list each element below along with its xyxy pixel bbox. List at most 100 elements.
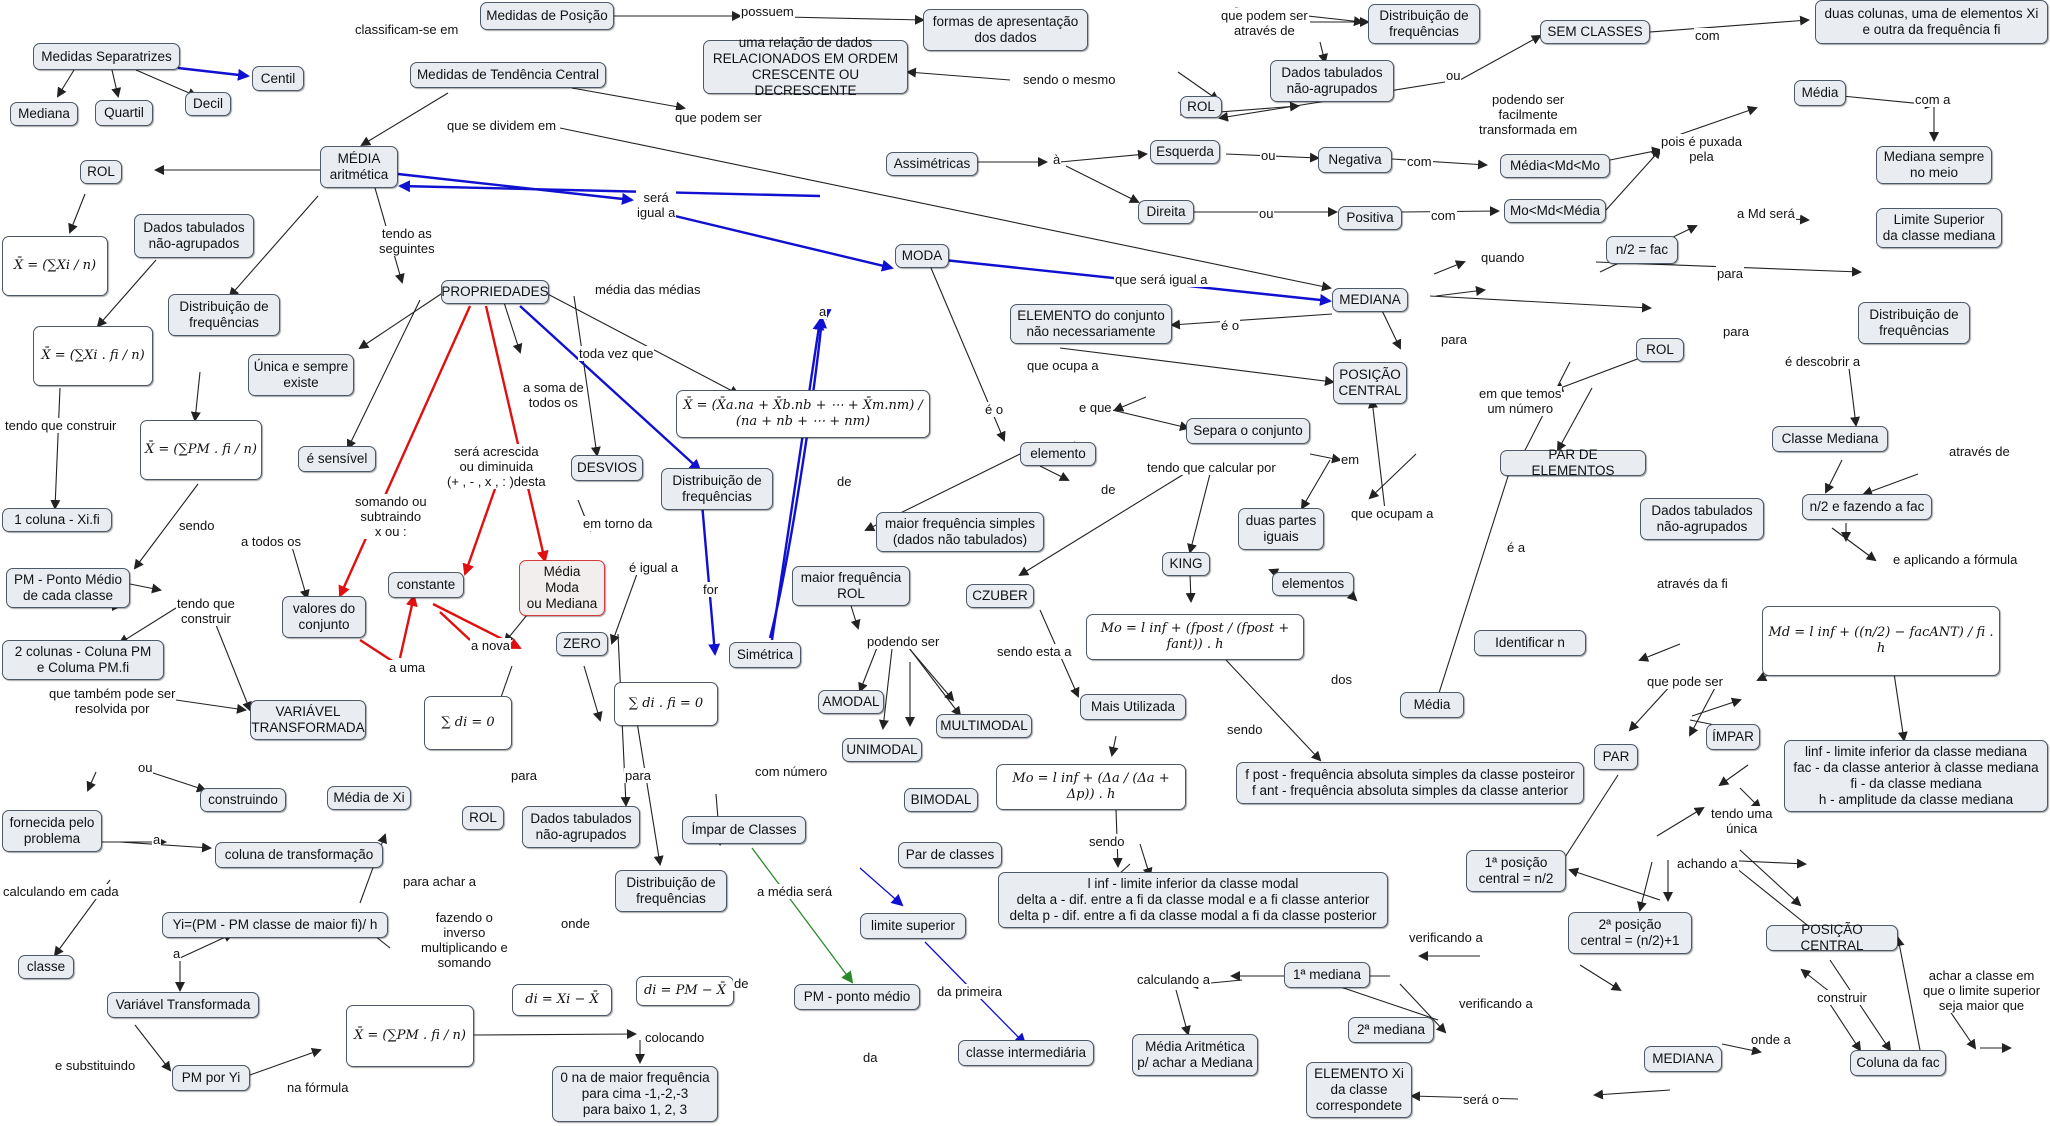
node-posicao-central-2[interactable]: POSIÇÃO CENTRAL <box>1766 922 1898 953</box>
node-medidas-tendencia-central[interactable]: Medidas de Tendência Central <box>410 62 606 88</box>
node-multimodal[interactable]: MULTIMODAL <box>936 714 1032 738</box>
node-mediana-central[interactable]: MEDIANA <box>1332 288 1408 312</box>
node-zero[interactable]: ZERO <box>556 632 608 656</box>
node-coluna-transformacao[interactable]: coluna de transformação <box>215 842 383 868</box>
node-par[interactable]: PAR <box>1594 744 1638 770</box>
node-limite-superior[interactable]: limite superior <box>860 913 966 939</box>
node-sem-classes[interactable]: SEM CLASSES <box>1540 20 1650 44</box>
node-impar-de-classes[interactable]: Ímpar de Classes <box>682 816 806 844</box>
node-mediana-bottom[interactable]: MEDIANA <box>1644 1046 1722 1072</box>
node-n2-fazendo-fac[interactable]: n/2 e fazendo a fac <box>1802 494 1932 520</box>
node-classe-intermediaria[interactable]: classe intermediária <box>958 1040 1094 1066</box>
node-desvios[interactable]: DESVIOS <box>571 455 643 481</box>
node-duas-partes-iguais[interactable]: duas partes iguais <box>1238 508 1324 550</box>
node-dados-tabulados-left[interactable]: Dados tabulados não-agrupados <box>134 214 254 258</box>
node-e-sensivel[interactable]: é sensível <box>298 446 376 472</box>
node-medidas-separatrizes[interactable]: Medidas Separatrizes <box>33 43 180 70</box>
node-dados-tabulados-top[interactable]: Dados tabulados não-agrupados <box>1270 60 1394 102</box>
node-dados-tabulados-right[interactable]: Dados tabulados não-agrupados <box>1640 498 1764 540</box>
node-valores-conjunto[interactable]: valores do conjunto <box>282 596 366 638</box>
node-media-top-right[interactable]: Média <box>1794 80 1846 106</box>
node-media-aritmetica-mediana[interactable]: Média Aritmética p/ achar a Mediana <box>1132 1034 1258 1076</box>
node-par-de-classes[interactable]: Par de classes <box>898 842 1002 868</box>
node-king[interactable]: KING <box>1162 552 1210 576</box>
node-rol-right[interactable]: ROL <box>1636 338 1684 362</box>
node-mo-md-media[interactable]: Mo<Md<Média <box>1504 199 1606 223</box>
node-elementos[interactable]: elementos <box>1272 572 1354 596</box>
node-segunda-posicao[interactable]: 2ª posição central = (n/2)+1 <box>1568 912 1692 954</box>
node-yi-formula[interactable]: Yi=(PM - PM classe de maior fi)/ h <box>162 912 388 938</box>
node-distribuicao-frequencias-right[interactable]: Distribuição de frequências <box>1858 302 1970 344</box>
node-rol-left[interactable]: ROL <box>80 160 122 184</box>
node-pm-por-yi[interactable]: PM por Yi <box>172 1065 250 1091</box>
node-decil[interactable]: Decil <box>185 92 231 116</box>
node-identificar-n[interactable]: Identificar n <box>1474 630 1586 656</box>
node-constante[interactable]: constante <box>388 572 464 598</box>
node-czuber[interactable]: CZUBER <box>966 584 1034 608</box>
node-distribuicao-frequencias-left[interactable]: Distribuição de frequências <box>168 294 280 336</box>
node-assimetricas[interactable]: Assimétricas <box>886 152 978 176</box>
node-separa-conjunto[interactable]: Separa o conjunto <box>1186 418 1310 444</box>
node-construindo[interactable]: construindo <box>200 788 286 812</box>
node-media-md-mo[interactable]: Média<Md<Mo <box>1500 154 1610 178</box>
node-primeira-posicao[interactable]: 1ª posição central = n/2 <box>1466 850 1566 892</box>
node-duas-colunas-pm[interactable]: 2 colunas - Coluna PM e Columa PM.fi <box>2 640 164 680</box>
node-positiva[interactable]: Positiva <box>1338 206 1402 230</box>
node-media-right[interactable]: Média <box>1400 692 1464 718</box>
node-elemento-conjunto[interactable]: ELEMENTO do conjunto não necessariamente <box>1010 304 1172 344</box>
node-impar[interactable]: ÍMPAR <box>1706 724 1760 750</box>
node-propriedades[interactable]: PROPRIEDADES <box>441 280 549 304</box>
node-unimodal[interactable]: UNIMODAL <box>842 738 922 762</box>
node-maior-frequencia-simples[interactable]: maior frequência simples (dados não tabu… <box>876 512 1044 552</box>
node-bimodal[interactable]: BIMODAL <box>904 788 978 812</box>
node-fornecida-problema[interactable]: fornecida pelo problema <box>2 810 102 852</box>
node-negativa[interactable]: Negativa <box>1318 147 1392 173</box>
node-legenda-king[interactable]: f post - frequência absoluta simples da … <box>1236 762 1584 804</box>
node-formas-apresentacao[interactable]: formas de apresentação dos dados <box>923 9 1088 51</box>
node-mais-utilizada[interactable]: Mais Utilizada <box>1080 694 1186 720</box>
node-limite-superior-mediana[interactable]: Limite Superior da classe mediana <box>1876 208 2002 248</box>
node-amodal[interactable]: AMODAL <box>818 690 884 714</box>
node-media-moda-mediana[interactable]: Média Moda ou Mediana <box>519 560 605 616</box>
node-unica-existe[interactable]: Única e sempre existe <box>248 354 354 396</box>
node-variavel-transformada-top[interactable]: VARIÁVEL TRANSFORMADA <box>250 700 366 740</box>
node-direita[interactable]: Direita <box>1138 200 1194 224</box>
node-distribuicao-frequencias-bottom[interactable]: Distribuição de frequências <box>615 870 727 912</box>
node-primeira-mediana[interactable]: 1ª mediana <box>1284 962 1370 988</box>
node-rol-bottom[interactable]: ROL <box>462 806 504 830</box>
node-variavel-transformada[interactable]: Variável Transformada <box>107 992 259 1018</box>
node-legenda-mediana[interactable]: linf - limite inferior da classe mediana… <box>1784 740 2048 812</box>
node-elemento[interactable]: elemento <box>1020 442 1096 466</box>
node-pm-ponto-medio-2[interactable]: PM - ponto médio <box>794 984 920 1010</box>
node-coluna-da-fac[interactable]: Coluna da fac <box>1850 1050 1946 1076</box>
node-zero-maior-frequencia[interactable]: 0 na de maior frequência para cima -1,-2… <box>552 1066 718 1122</box>
node-posicao-central[interactable]: POSIÇÃO CENTRAL <box>1333 362 1407 404</box>
node-moda[interactable]: MODA <box>895 244 949 268</box>
node-mediana-separatriz[interactable]: Mediana <box>10 102 78 126</box>
node-distribuicao-frequencias-top[interactable]: Distribuição de frequências <box>1368 4 1480 44</box>
node-media-de-xi[interactable]: Média de Xi <box>327 786 411 810</box>
node-uma-coluna[interactable]: 1 coluna - Xi.fi <box>2 508 112 532</box>
node-centil[interactable]: Centil <box>252 66 304 91</box>
node-maior-frequencia-rol[interactable]: maior frequência ROL <box>792 566 910 606</box>
node-legenda-czuber[interactable]: l inf - limite inferior da classe modal … <box>998 872 1388 928</box>
node-dados-tabulados-bottom[interactable]: Dados tabulados não-agrupados <box>522 806 640 848</box>
node-elemento-xi[interactable]: ELEMENTO Xi da classe correspondete <box>1306 1062 1412 1118</box>
node-pm-ponto-medio[interactable]: PM - Ponto Médio de cada classe <box>6 568 130 608</box>
node-simetrica[interactable]: Simétrica <box>729 642 801 668</box>
node-classe[interactable]: classe <box>18 955 74 979</box>
node-medidas-posicao[interactable]: Medidas de Posição <box>480 2 614 30</box>
node-media-aritmetica[interactable]: MÉDIA aritmética <box>320 146 398 188</box>
node-rol-top[interactable]: ROL <box>1180 96 1222 118</box>
node-quartil[interactable]: Quartil <box>95 100 153 126</box>
node-uma-relacao[interactable]: uma relação de dados RELACIONADOS EM ORD… <box>703 35 908 98</box>
node-label: PM - ponto médio <box>803 989 911 1004</box>
node-segunda-mediana[interactable]: 2ª mediana <box>1348 1017 1434 1043</box>
node-n2-fac[interactable]: n/2 = fac <box>1606 236 1678 264</box>
node-duas-colunas[interactable]: duas colunas, uma de elementos Xi e outr… <box>1815 0 2048 44</box>
node-esquerda[interactable]: Esquerda <box>1150 140 1220 164</box>
node-classe-mediana[interactable]: Classe Mediana <box>1772 426 1888 452</box>
node-distribuicao-frequencias-mid[interactable]: Distribuição de frequências <box>661 468 773 510</box>
node-mediana-sempre-meio[interactable]: Mediana sempre no meio <box>1876 146 1992 184</box>
node-par-de-elementos[interactable]: PAR DE ELEMENTOS <box>1500 447 1646 478</box>
